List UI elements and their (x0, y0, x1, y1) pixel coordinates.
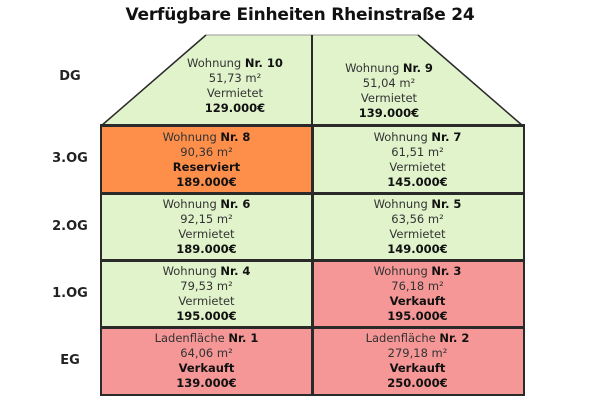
unit-price: 189.000€ (176, 174, 237, 189)
unit-area: 76,18 m² (391, 278, 444, 293)
unit-price: 139.000€ (358, 106, 420, 120)
unit-type: Wohnung (162, 129, 217, 144)
unit-status: Verkauft (178, 360, 235, 375)
unit-wohnung-8[interactable]: Wohnung Nr. 8 90,36 m² Reserviert 189.00… (101, 126, 312, 193)
unit-ladenflaeche-1[interactable]: Ladenfläche Nr. 1 64,06 m² Verkauft 139.… (101, 327, 312, 394)
unit-status: Vermietet (389, 226, 446, 241)
unit-price: 149.000€ (387, 241, 448, 256)
unit-type: Wohnung (162, 263, 217, 278)
unit-type: Wohnung (373, 129, 428, 144)
unit-status: Vermietet (389, 159, 446, 174)
unit-price: 145.000€ (387, 174, 448, 189)
unit-number: Nr. 4 (220, 263, 251, 278)
unit-area: 92,15 m² (180, 211, 233, 226)
unit-price: 195.000€ (176, 308, 237, 323)
unit-type: Wohnung (162, 196, 217, 211)
unit-wohnung-3[interactable]: Wohnung Nr. 3 76,18 m² Verkauft 195.000€ (312, 260, 523, 327)
unit-status: Reserviert (172, 159, 241, 174)
unit-type: Wohnung (187, 56, 242, 70)
unit-type: Ladenfläche (154, 330, 225, 345)
unit-area: 79,53 m² (180, 278, 233, 293)
unit-price: 139.000€ (176, 375, 237, 390)
unit-area: 61,51 m² (391, 144, 444, 159)
unit-number: Nr. 10 (244, 56, 283, 70)
unit-price: 195.000€ (387, 308, 448, 323)
unit-type: Wohnung (373, 263, 428, 278)
unit-area: 51,73 m² (208, 71, 262, 85)
unit-area: 63,56 m² (391, 211, 444, 226)
unit-area: 90,36 m² (180, 144, 233, 159)
unit-area: 51,04 m² (362, 76, 416, 90)
floor-label-dg: DG (59, 69, 81, 84)
unit-type: Wohnung (345, 61, 400, 75)
floor-label-1og: 1.OG (52, 286, 88, 301)
floor-label-eg: EG (60, 353, 80, 368)
unit-area: 279,18 m² (387, 345, 448, 360)
unit-wohnung-4[interactable]: Wohnung Nr. 4 79,53 m² Vermietet 195.000… (101, 260, 312, 327)
unit-number: Nr. 1 (228, 330, 259, 345)
page-title: Verfügbare Einheiten Rheinstraße 24 (125, 5, 475, 25)
unit-ladenflaeche-2[interactable]: Ladenfläche Nr. 2 279,18 m² Verkauft 250… (312, 327, 523, 394)
unit-wohnung-9[interactable]: Wohnung Nr. 9 51,04 m² Vermietet 139.000… (314, 55, 464, 127)
unit-price: 189.000€ (176, 241, 237, 256)
unit-price: 250.000€ (387, 375, 448, 390)
unit-divider (311, 124, 314, 396)
unit-status: Verkauft (389, 293, 446, 308)
unit-area: 64,06 m² (180, 345, 233, 360)
unit-number: Nr. 6 (220, 196, 251, 211)
unit-wohnung-10[interactable]: Wohnung Nr. 10 51,73 m² Vermietet 129.00… (160, 50, 310, 122)
unit-status: Vermietet (178, 226, 235, 241)
floor-label-2og: 2.OG (52, 219, 88, 234)
unit-price: 129.000€ (204, 101, 266, 115)
unit-wohnung-5[interactable]: Wohnung Nr. 5 63,56 m² Vermietet 149.000… (312, 193, 523, 260)
unit-type: Ladenfläche (365, 330, 436, 345)
unit-status: Vermietet (360, 91, 418, 105)
unit-status: Verkauft (389, 360, 446, 375)
unit-wohnung-7[interactable]: Wohnung Nr. 7 61,51 m² Vermietet 145.000… (312, 126, 523, 193)
unit-number: Nr. 9 (402, 61, 433, 75)
unit-wohnung-6[interactable]: Wohnung Nr. 6 92,15 m² Vermietet 189.000… (101, 193, 312, 260)
unit-number: Nr. 7 (431, 129, 462, 144)
unit-number: Nr. 3 (431, 263, 462, 278)
unit-status: Vermietet (206, 86, 264, 100)
unit-number: Nr. 5 (431, 196, 462, 211)
unit-number: Nr. 8 (220, 129, 251, 144)
unit-type: Wohnung (373, 196, 428, 211)
floor-label-3og: 3.OG (52, 151, 88, 166)
unit-status: Vermietet (178, 293, 235, 308)
unit-number: Nr. 2 (439, 330, 470, 345)
